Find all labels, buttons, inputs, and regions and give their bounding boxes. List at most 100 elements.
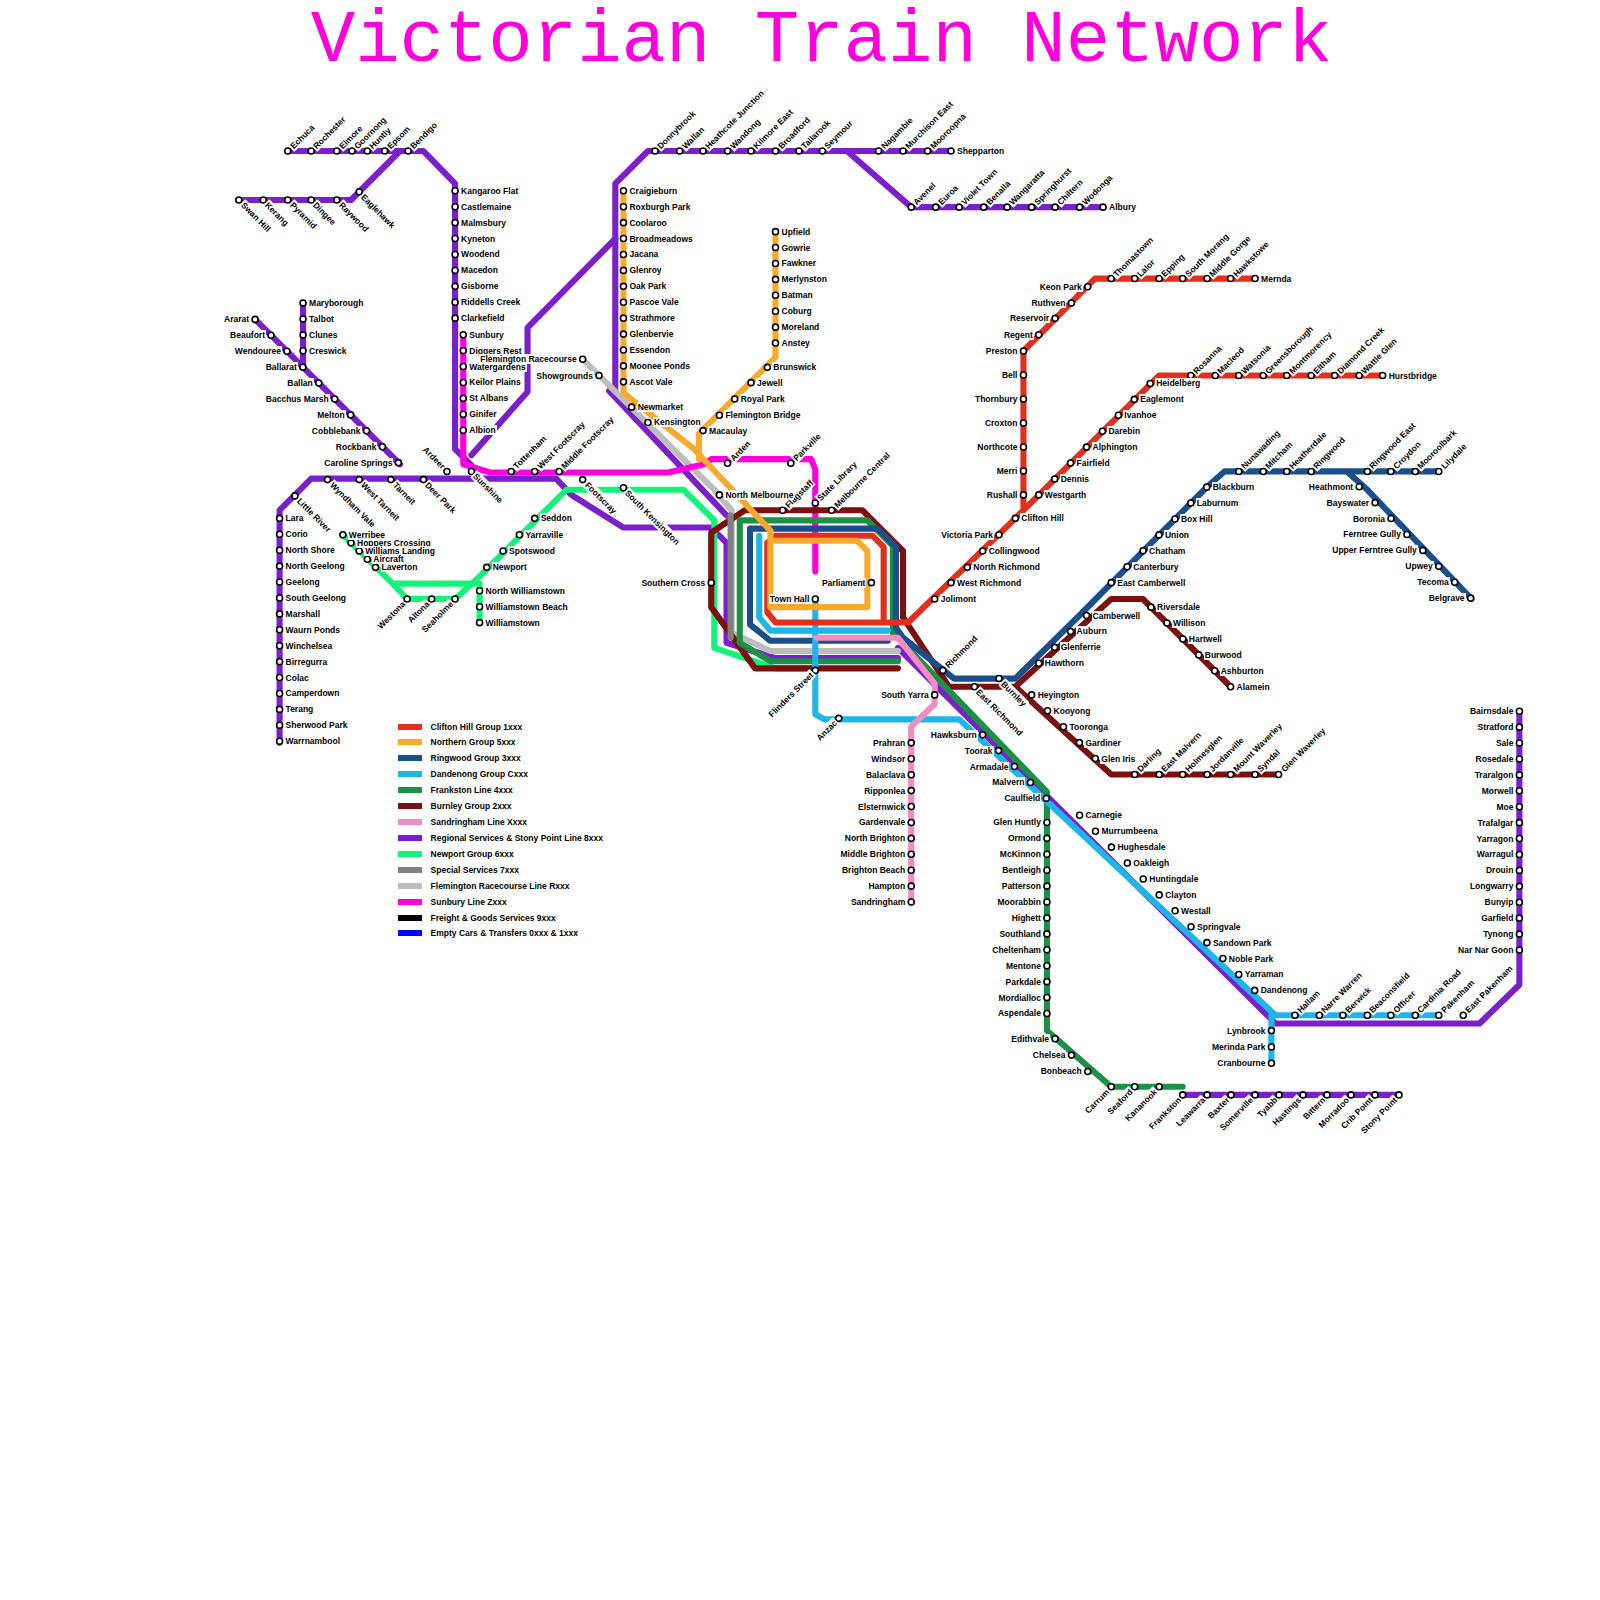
station-label: Glen Huntly: [992, 817, 1042, 827]
station-dot: [620, 347, 626, 353]
station-label: Creswick: [308, 346, 347, 356]
station-label: Albion: [468, 425, 496, 435]
legend-swatch: [398, 835, 422, 841]
station-dot: [925, 148, 931, 154]
rail-line: [239, 151, 400, 200]
station-dot: [1156, 532, 1162, 538]
station-label: Reservoir: [1009, 313, 1050, 323]
station-label: Longwarry: [1469, 881, 1514, 891]
station-dot: [1260, 468, 1266, 474]
station-label: Craigieburn: [628, 186, 678, 196]
station-dot: [812, 500, 818, 506]
station-dot: [379, 444, 385, 450]
station-label: Flemington Racecourse: [479, 354, 577, 364]
station-dot: [908, 819, 914, 825]
station-dot: [908, 851, 914, 857]
rail-line: [767, 279, 1382, 623]
station-dot: [1204, 484, 1210, 490]
station-label: Toorak: [964, 746, 994, 756]
station-label: Springvale: [1196, 922, 1241, 932]
station-dot: [829, 507, 835, 513]
station-label: Fawkner: [781, 258, 818, 268]
station-dot: [1124, 860, 1130, 866]
station-label: Coolaroo: [628, 218, 667, 228]
station-label: North Shore: [285, 545, 336, 555]
station-dot: [580, 356, 586, 362]
station-label: Ashburton: [1220, 666, 1265, 676]
station-dot: [1516, 820, 1522, 826]
station-label: Hawthorn: [1044, 658, 1085, 668]
station-label: Pascoe Vale: [628, 297, 679, 307]
station-dot: [1156, 771, 1162, 777]
station-label: North Richmond: [972, 562, 1041, 572]
station-label: Bacchus Marsh: [265, 394, 330, 404]
station-label: Elsternwick: [857, 802, 906, 812]
station-dot: [1027, 779, 1033, 785]
legend-swatch: [398, 803, 422, 809]
station-label: Ararat: [223, 314, 250, 324]
station-dot: [1452, 579, 1458, 585]
station-dot: [933, 204, 939, 210]
legend-text: Burnley Group 2xxx: [430, 801, 513, 811]
station-label: Bendigo: [407, 119, 440, 152]
station-dot: [725, 148, 731, 154]
station-label: Merlynston: [781, 274, 828, 284]
station-dot: [1052, 315, 1058, 321]
station-label: Victoria Park: [940, 530, 994, 540]
station-dot: [1252, 1092, 1258, 1098]
legend-text: Regional Services & Stony Point Line 8xx…: [430, 833, 604, 843]
station-dot: [1388, 468, 1394, 474]
station-label: Laverton: [381, 562, 419, 572]
station-dot: [1108, 580, 1114, 586]
station-label: Lara: [285, 513, 305, 523]
station-label: Bentleigh: [1001, 865, 1042, 875]
station-dot: [1220, 956, 1226, 962]
station-label: Morwell: [1481, 786, 1515, 796]
station-dot: [1204, 1092, 1210, 1098]
station-label: Croxton: [984, 418, 1019, 428]
station-dot: [1276, 1092, 1282, 1098]
legend-swatch: [398, 883, 422, 889]
station-label: Balaclava: [865, 770, 906, 780]
station-label: Bell: [1001, 370, 1019, 380]
station-label: Westgarth: [1044, 490, 1087, 500]
rail-line: [343, 490, 816, 669]
station-label: Rockbank: [335, 442, 378, 452]
station-label: Highett: [1011, 913, 1042, 923]
station-dot: [1372, 500, 1378, 506]
station-dot: [364, 148, 370, 154]
station-dot: [1044, 835, 1050, 841]
station-dot: [796, 148, 802, 154]
station-dot: [300, 348, 306, 354]
station-label: Glenferrie: [1060, 642, 1102, 652]
station-dot: [1044, 899, 1050, 905]
station-label: Dandenong: [1260, 985, 1309, 995]
station-label: Euroa: [935, 182, 961, 208]
station-dot: [1132, 771, 1138, 777]
rail-line: [623, 191, 867, 607]
station-dot: [452, 596, 458, 602]
station-dot: [908, 204, 914, 210]
station-dot: [477, 604, 483, 610]
station-label: Anzac: [813, 718, 839, 744]
station-dot: [652, 148, 658, 154]
legend-text: Clifton Hill Group 1xxx: [430, 722, 524, 732]
station-label: Ormond: [1007, 833, 1042, 843]
station-dot: [1228, 684, 1234, 690]
station-label: Anstey: [781, 338, 811, 348]
station-dot: [1052, 644, 1058, 650]
station-label: Sunbury: [468, 330, 504, 340]
station-dot: [1324, 1092, 1330, 1098]
station-dot: [1236, 971, 1242, 977]
station-dot: [1516, 915, 1522, 921]
station-dot: [1044, 883, 1050, 889]
station-dot: [277, 722, 283, 728]
legend-swatch: [398, 787, 422, 793]
station-dot: [1044, 963, 1050, 969]
station-label: Roxburgh Park: [628, 202, 691, 212]
station-dot: [332, 396, 338, 402]
station-dot: [1516, 851, 1522, 857]
station-dot: [1100, 204, 1106, 210]
station-dot: [1516, 724, 1522, 730]
station-dot: [773, 148, 779, 154]
